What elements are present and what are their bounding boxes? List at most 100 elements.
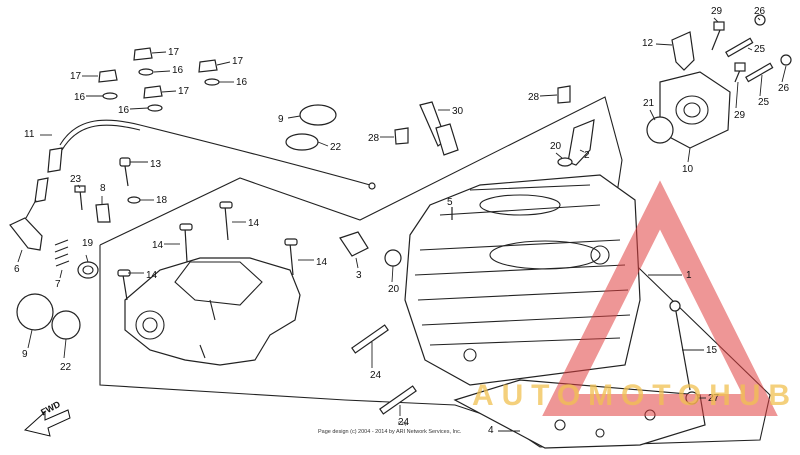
callout-label-18: 18 <box>156 195 168 206</box>
callout-label-16: 16 <box>236 77 248 88</box>
fitting-part-2 <box>567 119 595 166</box>
callout-label-28: 28 <box>528 92 540 103</box>
assembly-boundary <box>99 96 771 448</box>
callout-label-30: 30 <box>452 106 464 117</box>
leader-line-17 <box>161 90 177 93</box>
leader-line-16 <box>129 107 149 110</box>
callout-label-28: 28 <box>368 133 380 144</box>
leader-line-10 <box>687 147 691 163</box>
callout-label-29: 29 <box>711 6 723 17</box>
top-right-assembly <box>646 14 792 149</box>
leader-line-6 <box>17 249 23 263</box>
callout-label-14: 14 <box>146 270 158 281</box>
seal-part-9-lower <box>16 293 54 331</box>
callout-label-22: 22 <box>60 362 72 373</box>
copyright-line-2: Page design (c) 2004 - 2014 by ARI Netwo… <box>318 429 462 435</box>
leader-line-17 <box>216 61 231 66</box>
leader-line-12 <box>655 43 673 46</box>
callout-label-14: 14 <box>152 240 164 251</box>
callout-label-10: 10 <box>682 164 694 175</box>
callout-label-24: 24 <box>370 370 382 381</box>
leader-line-28 <box>539 94 558 97</box>
leader-line-22 <box>317 141 329 147</box>
dowel-part-24-b <box>379 385 417 415</box>
left-small-parts <box>9 217 99 279</box>
nut-part-27-top <box>669 300 681 312</box>
callout-label-2: 2 <box>584 150 590 161</box>
oring-part-22-lower <box>51 310 81 340</box>
callout-label-25: 25 <box>754 44 766 55</box>
leader-line-3 <box>355 257 359 269</box>
callout-label-15: 15 <box>706 345 718 356</box>
callout-label-6: 6 <box>14 264 20 275</box>
leader-line-29 <box>735 81 739 109</box>
oring-part-20-center <box>384 249 402 267</box>
leader-line-9 <box>27 329 33 349</box>
cap-part-28-b <box>557 85 571 104</box>
callout-label-13: 13 <box>150 159 162 170</box>
seal-part-9-upper <box>299 104 337 126</box>
callout-label-27: 27 <box>708 393 720 404</box>
callout-label-26: 26 <box>754 6 766 17</box>
washers-part-16 <box>102 68 220 112</box>
leader-line-17 <box>151 51 167 54</box>
callout-label-29: 29 <box>734 110 746 121</box>
caps-part-17 <box>98 47 218 99</box>
callout-label-9: 9 <box>278 114 284 125</box>
leader-line-29 <box>713 17 719 23</box>
callout-label-7: 7 <box>55 279 61 290</box>
leader-line-16 <box>153 70 171 73</box>
callout-label-20: 20 <box>388 284 400 295</box>
bolt-part-13 <box>119 157 131 187</box>
callout-label-26: 26 <box>778 83 790 94</box>
leader-line-25 <box>759 74 763 97</box>
callout-label-16: 16 <box>74 92 86 103</box>
cable-part-11 <box>25 119 376 219</box>
forward-arrow-icon <box>23 409 71 437</box>
callout-label-24: 24 <box>398 417 410 428</box>
callout-label-8: 8 <box>100 183 106 194</box>
callout-label-12: 12 <box>642 38 654 49</box>
callout-label-1: 1 <box>686 270 692 281</box>
leader-line-22 <box>63 338 67 359</box>
callout-label-21: 21 <box>643 98 655 109</box>
leader-line-9 <box>287 115 301 119</box>
callout-label-17: 17 <box>178 86 190 97</box>
leader-line-2 <box>579 149 585 153</box>
small-parts <box>74 185 141 223</box>
leader-line-20 <box>555 152 563 159</box>
callout-label-17: 17 <box>70 71 82 82</box>
oring-part-22-upper <box>285 133 319 151</box>
callout-label-20: 20 <box>550 141 562 152</box>
leader-line-26 <box>757 17 761 21</box>
automotohub-watermark <box>542 180 778 416</box>
leader-line-19 <box>85 254 89 263</box>
callout-label-23: 23 <box>70 174 82 185</box>
leader-line-7 <box>59 269 63 279</box>
oring-part-20-top <box>557 157 573 167</box>
leader-line-26 <box>781 65 787 83</box>
spark-plug-part-30 <box>419 101 459 156</box>
callout-label-3: 3 <box>356 270 362 281</box>
cover-bolts-part-14 <box>117 201 298 301</box>
callout-label-25: 25 <box>758 97 770 108</box>
callout-label-5: 5 <box>447 197 453 208</box>
callout-label-17: 17 <box>168 47 180 58</box>
leader-line-21 <box>649 109 656 121</box>
leader-line-23 <box>77 184 81 189</box>
leader-line-20 <box>391 265 394 283</box>
callout-label-16: 16 <box>118 105 130 116</box>
head-cover <box>124 257 301 366</box>
callout-label-9: 9 <box>22 349 28 360</box>
fitting-part-3 <box>339 231 369 257</box>
watermark-text: AUTOMOTOHUB <box>472 379 790 412</box>
stud-part-15 <box>674 305 691 391</box>
cap-part-28-a <box>394 127 409 145</box>
callout-label-11: 11 <box>24 129 35 140</box>
leader-line-25 <box>747 47 753 51</box>
callout-label-17: 17 <box>232 56 244 67</box>
copyright-line-1: Cop <box>398 421 408 427</box>
dowel-part-24-a <box>351 324 389 354</box>
callout-labels: 1717171716161616922283011132381814141414… <box>14 6 790 436</box>
